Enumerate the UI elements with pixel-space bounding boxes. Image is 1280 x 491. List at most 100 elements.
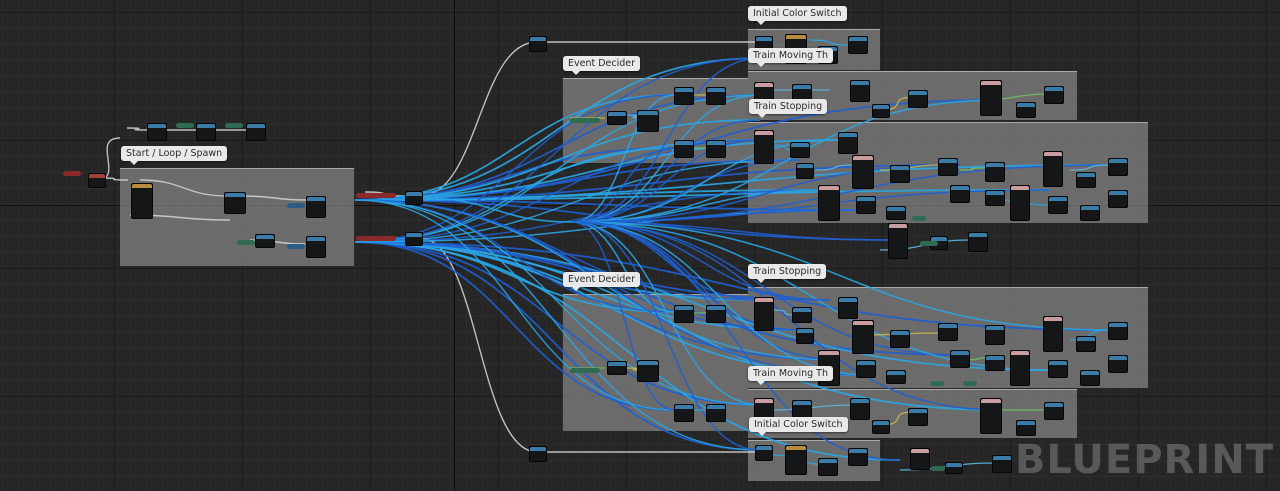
comment-title-train-moving-bottom[interactable]: Train Moving Th xyxy=(748,366,833,385)
graph-node[interactable] xyxy=(1108,322,1128,340)
wire[interactable] xyxy=(571,221,676,313)
graph-node[interactable] xyxy=(674,140,694,158)
comment-title-start-loop-spawn[interactable]: Start / Loop / Spawn xyxy=(121,146,228,165)
wire[interactable] xyxy=(354,164,1111,201)
graph-node[interactable] xyxy=(1010,185,1030,221)
variable-getter-node[interactable] xyxy=(356,193,396,198)
variable-getter-node[interactable] xyxy=(920,241,938,246)
wire[interactable] xyxy=(354,241,1001,411)
graph-node[interactable] xyxy=(1108,355,1128,373)
graph-node[interactable] xyxy=(792,400,812,418)
graph-node[interactable] xyxy=(850,80,870,102)
graph-node[interactable] xyxy=(938,158,958,176)
graph-node[interactable] xyxy=(196,123,216,141)
graph-node[interactable] xyxy=(755,445,773,461)
variable-getter-node[interactable] xyxy=(931,466,945,471)
graph-node[interactable] xyxy=(88,173,106,188)
graph-node[interactable] xyxy=(706,87,726,105)
graph-node[interactable] xyxy=(888,223,908,259)
graph-node[interactable] xyxy=(131,183,153,219)
graph-node[interactable] xyxy=(1080,205,1100,221)
wire[interactable] xyxy=(879,164,941,171)
graph-node[interactable] xyxy=(405,191,423,205)
wire[interactable] xyxy=(571,221,1001,411)
comment-title-train-moving-top[interactable]: Train Moving Th xyxy=(748,48,833,67)
variable-getter-node[interactable] xyxy=(570,368,600,373)
graph-node[interactable] xyxy=(910,448,930,470)
graph-node[interactable] xyxy=(306,196,326,218)
wire[interactable] xyxy=(571,221,901,461)
graph-node[interactable] xyxy=(706,140,726,158)
graph-node[interactable] xyxy=(790,142,810,158)
graph-node[interactable] xyxy=(607,111,627,125)
wire[interactable] xyxy=(571,57,763,223)
graph-node[interactable] xyxy=(1076,172,1096,188)
graph-node[interactable] xyxy=(147,123,167,141)
graph-node[interactable] xyxy=(306,236,326,258)
graph-node[interactable] xyxy=(872,104,890,118)
graph-node[interactable] xyxy=(985,325,1005,345)
graph-node[interactable] xyxy=(908,90,928,108)
graph-node[interactable] xyxy=(706,404,726,422)
wire[interactable] xyxy=(571,164,1111,223)
graph-node[interactable] xyxy=(886,370,906,384)
graph-node[interactable] xyxy=(838,132,858,154)
graph-node[interactable] xyxy=(818,185,840,221)
graph-node[interactable] xyxy=(706,305,726,323)
graph-node[interactable] xyxy=(674,87,694,105)
graph-node[interactable] xyxy=(1010,350,1030,386)
variable-getter-node[interactable] xyxy=(287,203,305,208)
comment-title-initial-color-top[interactable]: Initial Color Switch xyxy=(748,6,847,25)
graph-node[interactable] xyxy=(255,234,275,248)
wire[interactable] xyxy=(571,94,676,223)
graph-node[interactable] xyxy=(1108,158,1128,176)
comment-title-initial-color-bottom[interactable]: Initial Color Switch xyxy=(749,417,848,436)
graph-node[interactable] xyxy=(985,162,1005,182)
variable-getter-node[interactable] xyxy=(176,123,194,128)
graph-node[interactable] xyxy=(850,398,870,420)
variable-getter-node[interactable] xyxy=(912,216,926,221)
wire[interactable] xyxy=(571,221,841,361)
wire[interactable] xyxy=(354,199,763,406)
graph-node[interactable] xyxy=(980,398,1002,434)
wire[interactable] xyxy=(242,195,307,201)
graph-node[interactable] xyxy=(945,462,963,474)
comment-title-train-stopping-bottom[interactable]: Train Stopping xyxy=(748,264,827,283)
graph-node[interactable] xyxy=(785,445,807,475)
variable-getter-node[interactable] xyxy=(287,244,305,249)
graph-node[interactable] xyxy=(886,206,906,220)
graph-node[interactable] xyxy=(838,297,858,319)
wire[interactable] xyxy=(571,94,763,223)
graph-node[interactable] xyxy=(852,155,874,189)
graph-node[interactable] xyxy=(1048,196,1068,214)
graph-node[interactable] xyxy=(856,196,876,214)
wire[interactable] xyxy=(354,199,676,411)
graph-node[interactable] xyxy=(224,192,246,214)
graph-node[interactable] xyxy=(950,185,970,203)
comment-title-event-decider-top[interactable]: Event Decider xyxy=(563,56,641,75)
graph-node[interactable] xyxy=(950,350,970,368)
graph-node[interactable] xyxy=(1044,86,1064,104)
graph-node[interactable] xyxy=(848,448,868,466)
graph-node[interactable] xyxy=(980,80,1002,116)
wire[interactable] xyxy=(571,221,961,356)
wire[interactable] xyxy=(571,139,763,223)
comment-title-event-decider-bottom[interactable]: Event Decider xyxy=(563,272,641,291)
wire[interactable] xyxy=(354,139,841,201)
graph-node[interactable] xyxy=(856,360,876,378)
wire[interactable] xyxy=(571,119,761,223)
wire[interactable] xyxy=(419,197,573,223)
wire[interactable] xyxy=(571,221,1111,331)
wire[interactable] xyxy=(354,241,761,451)
variable-getter-node[interactable] xyxy=(963,381,977,386)
variable-getter-node[interactable] xyxy=(225,123,243,128)
graph-node[interactable] xyxy=(848,36,868,54)
graph-node[interactable] xyxy=(792,307,812,323)
variable-getter-node[interactable] xyxy=(570,118,600,123)
wire[interactable] xyxy=(959,167,986,171)
wire[interactable] xyxy=(571,147,676,223)
graph-node[interactable] xyxy=(246,123,266,141)
wire[interactable] xyxy=(769,404,856,411)
wire[interactable] xyxy=(354,189,831,243)
